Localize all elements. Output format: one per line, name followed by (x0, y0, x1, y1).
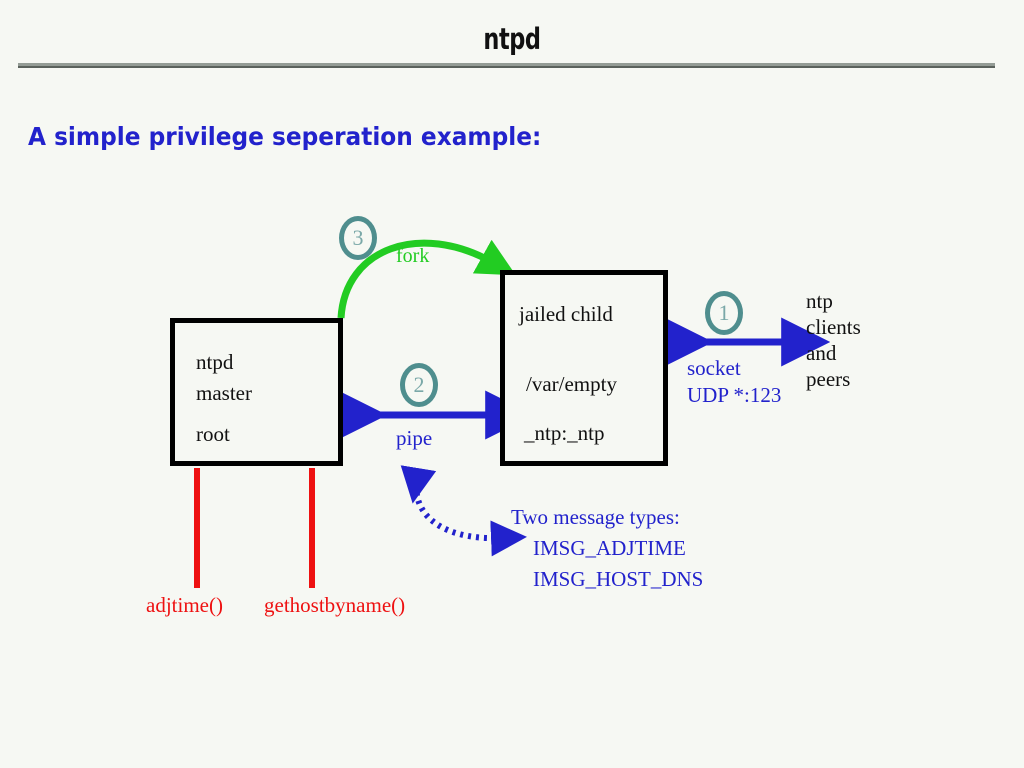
pipe-label: pipe (396, 425, 432, 451)
child-label-process: jailed child (519, 302, 613, 326)
pipe-label-text: pipe (396, 426, 433, 450)
page-title: ntpd (483, 22, 541, 56)
step-badge-1: 1 (705, 291, 743, 335)
slide-subtitle: A simple privilege seperation example: (28, 122, 542, 151)
child-label-user: _ntp:_ntp (524, 421, 605, 445)
step-badge-2: 2 (400, 363, 438, 407)
syscall-lines (194, 468, 315, 588)
master-label-process: ntpd (196, 350, 234, 374)
peers-line-2: clients (806, 315, 861, 339)
socket-label-line2: UDP *:123 (687, 383, 782, 407)
ntpd-master-box[interactable] (170, 318, 343, 466)
syscall-label-gethostbyname: gethostbyname() (264, 593, 406, 617)
message-types-callout: Two message types: IMSG_ADJTIME IMSG_HOS… (511, 502, 703, 595)
child-label-chroot: /var/empty (526, 372, 617, 396)
socket-label: socket UDP *:123 (687, 355, 781, 409)
peers-line-1: ntp (806, 289, 833, 313)
peers-line-4: peers (806, 367, 851, 391)
message-type-imsg-host-dns: IMSG_HOST_DNS (533, 567, 704, 591)
jailed-child-box[interactable] (500, 270, 668, 466)
message-types-heading: Two message types: (511, 505, 680, 529)
peers-line-3: and (806, 341, 837, 365)
master-label-user: root (196, 422, 230, 446)
step-badge-3: 3 (339, 216, 377, 260)
ntp-peers-label: ntp clients and peers (806, 288, 861, 392)
socket-label-line1: socket (687, 356, 741, 380)
message-callout-arrow (400, 465, 527, 557)
title-divider (18, 63, 995, 68)
fork-label: fork (396, 245, 430, 267)
message-type-imsg-adjtime: IMSG_ADJTIME (533, 536, 686, 560)
syscall-label-adjtime: adjtime() (146, 593, 223, 617)
master-label-role: master (196, 381, 252, 405)
